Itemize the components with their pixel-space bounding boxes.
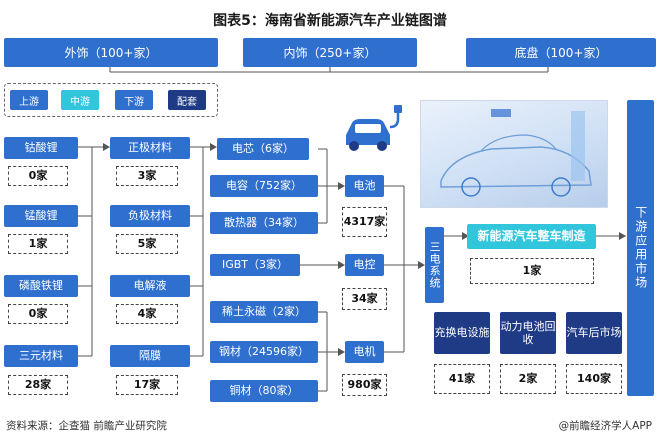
charging-facility-node: 充换电设施: [434, 312, 490, 354]
steel-node: 钢材（24596家）: [210, 341, 318, 363]
lithium-iron-phosphate-node: 磷酸铁锂: [4, 275, 78, 297]
lithium-manganese-count: 1家: [8, 234, 68, 254]
source-note: 资料来源：企查猫 前瞻产业研究院: [6, 420, 167, 432]
lithium-manganese-node: 锰酸锂: [4, 205, 78, 227]
ev-charging-car-icon: [340, 105, 404, 155]
legend-upstream: 上游: [10, 90, 48, 110]
ev-manufacturing-count: 1家: [470, 258, 594, 284]
electrolyte-node: 电解液: [110, 275, 190, 297]
control-node: 电控: [345, 254, 384, 276]
anode-node: 负极材料: [110, 205, 190, 227]
brand-note: @前瞻经济学人APP: [558, 420, 652, 432]
lithium-cobalt-node: 钴酸锂: [4, 137, 78, 159]
legend-supporting: 配套: [168, 90, 206, 110]
lithium-iron-phosphate-count: 0家: [8, 304, 68, 324]
battery-recycling-count: 2家: [500, 364, 556, 394]
aftermarket-node: 汽车后市场: [566, 312, 622, 354]
cathode-count: 3家: [116, 166, 178, 186]
separator-count: 17家: [116, 375, 178, 395]
lithium-cobalt-count: 0家: [8, 166, 68, 186]
charging-facility-count: 41家: [434, 364, 490, 394]
electrolyte-count: 4家: [116, 304, 178, 324]
legend-downstream: 下游: [115, 90, 153, 110]
rare-earth-magnet-node: 稀土永磁（2家）: [210, 301, 318, 323]
legend-midstream: 中游: [61, 90, 99, 110]
separator-node: 隔膜: [110, 345, 190, 367]
ev-manufacturing-node: 新能源汽车整车制造: [467, 224, 596, 249]
igbt-node: IGBT（3家）: [210, 254, 300, 276]
aftermarket-count: 140家: [566, 364, 622, 394]
interior-node: 内饰（250+家）: [243, 38, 417, 67]
control-count: 34家: [342, 288, 387, 310]
motor-count: 980家: [342, 374, 387, 396]
battery-count: 4317家: [342, 207, 387, 237]
chart-title: 图表5：海南省新能源汽车产业链图谱: [213, 13, 447, 29]
cell-node: 电芯（6家）: [217, 138, 309, 160]
motor-node: 电机: [345, 341, 384, 363]
chassis-node: 底盘（100+家）: [466, 38, 656, 67]
downstream-market-node: 下游应用市场: [627, 100, 654, 396]
three-electric-system-node: 三电系统: [425, 227, 444, 303]
battery-recycling-node: 动力电池回收: [500, 312, 556, 354]
radiator-node: 散热器（34家）: [210, 212, 318, 234]
legend: [4, 83, 218, 117]
ternary-material-count: 28家: [8, 375, 68, 395]
battery-node: 电池: [345, 175, 384, 197]
copper-node: 铜材（80家）: [210, 380, 318, 402]
capacitor-node: 电容（752家）: [210, 175, 318, 197]
cathode-node: 正极材料: [110, 137, 190, 159]
ev-charging-image: [420, 100, 608, 208]
ternary-material-node: 三元材料: [4, 345, 78, 367]
exterior-node: 外饰（100+家）: [4, 38, 218, 67]
anode-count: 5家: [116, 234, 178, 254]
